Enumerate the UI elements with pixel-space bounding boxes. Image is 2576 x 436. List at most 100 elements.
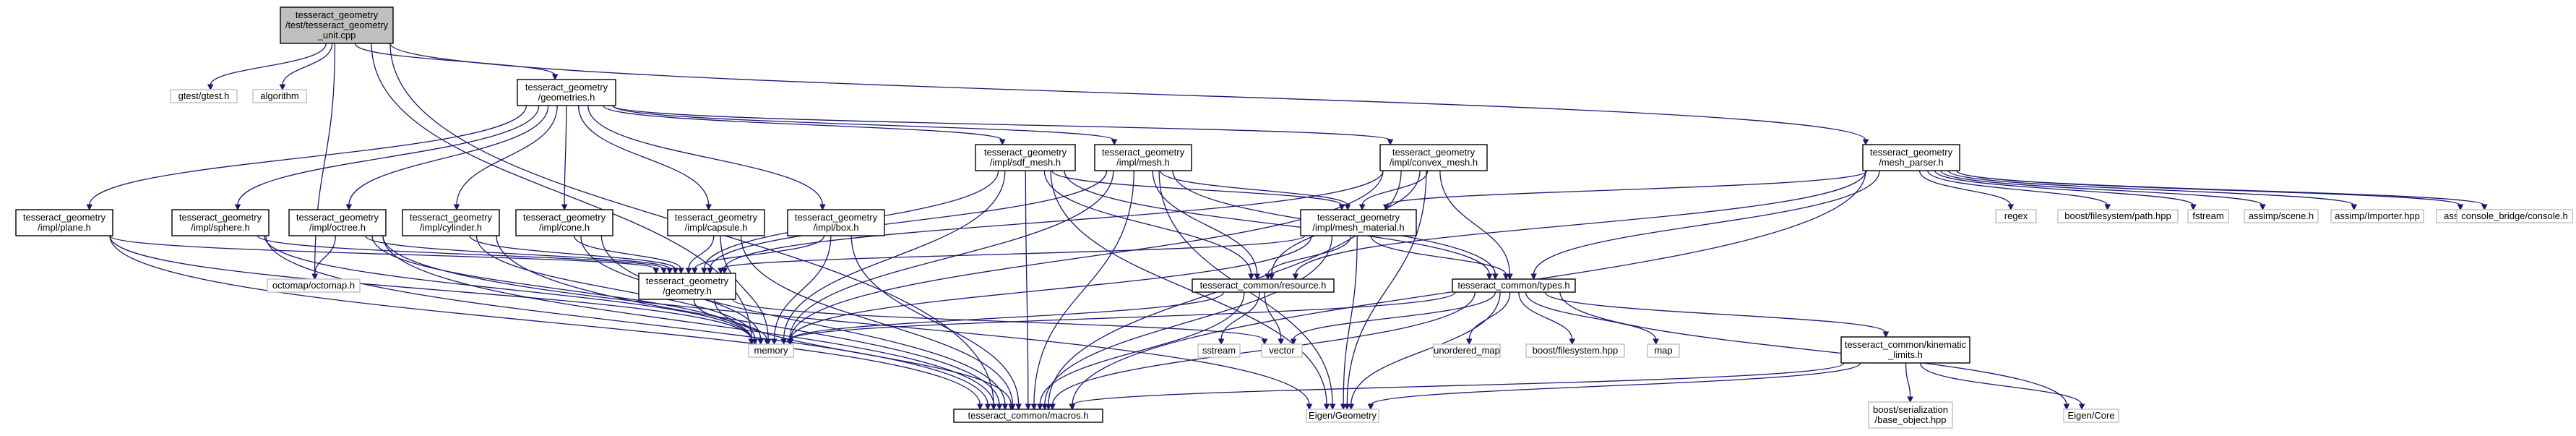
dependency-edge-sdf_mesh-to-eigen_geometry	[1050, 170, 1327, 406]
dependency-edge-geometries-to-octree	[348, 105, 549, 206]
arrowhead-types-to-unordered_map	[1465, 338, 1473, 346]
node-mesh-material[interactable]: tesseract_geometry/impl/mesh_material.h	[1300, 209, 1417, 236]
node-assimp-scene[interactable]: assimp/scene.h	[2244, 209, 2319, 223]
node-box	[1995, 209, 2037, 223]
node-label-line: assimp/Importer.hpp	[2335, 210, 2420, 221]
node-resource[interactable]: tesseract_common/resource.h	[1192, 278, 1335, 293]
node-sstream[interactable]: sstream	[1197, 343, 1241, 358]
node-capsule[interactable]: tesseract_geometry/impl/capsule.h	[667, 209, 765, 236]
dependency-edge-kinematic_limits-to-eigen_geometry	[1370, 362, 1861, 406]
arrowhead-mesh-to-geometry	[707, 268, 713, 275]
dependency-edge-kinematic_limits-to-macros	[1072, 362, 1845, 406]
dependency-edge-mesh_material-to-eigen_geometry	[1343, 235, 1358, 406]
node-mesh-parser[interactable]: tesseract_geometry/mesh_parser.h	[1862, 144, 1960, 171]
node-plane[interactable]: tesseract_geometry/impl/plane.h	[15, 209, 113, 236]
dependency-edge-root-to-algorithm	[282, 43, 333, 86]
node-label-line: octomap/octomap.h	[272, 280, 355, 291]
arrowhead-cylinder-to-memory	[751, 338, 759, 346]
node-label-line: algorithm	[260, 90, 298, 101]
dependency-edge-cone-to-geometry	[573, 235, 682, 270]
node-boost-fs-path[interactable]: boost/filesystem/path.hpp	[2057, 209, 2179, 223]
dependency-edge-root-to-gtest	[210, 43, 327, 86]
node-box	[1300, 209, 1417, 236]
node-fstream[interactable]: fstream	[2187, 209, 2229, 223]
node-cone[interactable]: tesseract_geometry/impl/cone.h	[515, 209, 613, 236]
node-box	[1379, 144, 1488, 171]
dependency-edge-sphere-to-geometry	[257, 235, 665, 270]
arrowhead-sdf_mesh-to-resource	[1248, 273, 1254, 281]
arrowhead-kinematic_limits-to-eigen_core	[2078, 403, 2085, 411]
node-octomap[interactable]: octomap/octomap.h	[267, 278, 361, 293]
node-box	[2330, 209, 2424, 223]
node-octree[interactable]: tesseract_geometry/impl/octree.h	[288, 209, 387, 236]
dependency-edge-mesh-to-resource	[1152, 170, 1258, 275]
node-box	[638, 273, 736, 300]
node-box	[953, 409, 1103, 423]
node-label-line: /impl/plane.h	[38, 222, 91, 233]
dependency-edge-geometry-to-memory	[693, 299, 767, 341]
node-label-line: sstream	[1202, 345, 1236, 356]
dependency-edge-mesh_material-to-types	[1370, 235, 1507, 275]
arrowhead-mesh-to-eigen_geometry	[1329, 403, 1336, 411]
arrowhead-plane-to-macros	[976, 403, 983, 411]
dependency-edge-types-to-unordered_map	[1468, 291, 1511, 341]
node-geometries[interactable]: tesseract_geometry/geometries.h	[517, 79, 616, 106]
dependency-edge-plane-to-geometry	[109, 235, 657, 270]
arrowhead-sphere-to-geometry	[660, 268, 668, 275]
node-label-line: assimp/scene.h	[2249, 210, 2314, 221]
node-geometry[interactable]: tesseract_geometry/geometry.h	[638, 273, 736, 300]
node-label-line: tesseract_geometry	[410, 212, 493, 223]
node-kinematic-limits[interactable]: tesseract_common/kinematic_limits.h	[1840, 336, 1970, 364]
node-eigen-geometry[interactable]: Eigen/Geometry	[1306, 409, 1379, 423]
node-box	[267, 278, 361, 293]
node-convex-mesh[interactable]: tesseract_geometry/impl/convex_mesh.h	[1379, 144, 1488, 171]
node-algorithm[interactable]: algorithm	[252, 89, 307, 103]
node-eigen-core[interactable]: Eigen/Core	[2063, 409, 2119, 423]
node-boost-serialization[interactable]: boost/serialization/base_object.hpp	[1868, 401, 1953, 429]
node-label-line: map	[1654, 345, 1672, 356]
node-sdf-mesh[interactable]: tesseract_geometry/impl/sdf_mesh.h	[975, 144, 1076, 171]
node-box	[1261, 343, 1303, 358]
dependency-edge-box-to-memory	[773, 235, 832, 341]
node-sphere[interactable]: tesseract_geometry/impl/sphere.h	[171, 209, 270, 236]
node-box	[1433, 343, 1501, 358]
node-box[interactable]: tesseract_geometry/impl/box.h	[787, 209, 885, 236]
node-map[interactable]: map	[1647, 343, 1680, 358]
node-label-line: tesseract_geometry	[984, 147, 1067, 158]
node-root[interactable]: tesseract_geometry/test/tesseract_geomet…	[280, 7, 394, 44]
node-types[interactable]: tesseract_common/types.h	[1452, 278, 1576, 293]
arrowhead-root-to-gtest	[207, 84, 214, 91]
node-macros[interactable]: tesseract_common/macros.h	[953, 409, 1103, 423]
node-mesh[interactable]: tesseract_geometry/impl/mesh.h	[1094, 144, 1192, 171]
dependency-edge-mesh_parser-to-boost_fs_path	[1927, 170, 2108, 206]
dependency-edge-geometries-to-box	[587, 105, 823, 206]
dependency-edge-mesh_parser-to-assimp_importer	[1947, 170, 2355, 206]
arrowhead-mesh_parser-to-console_bridge	[2481, 204, 2488, 211]
node-label-line: /test/tesseract_geometry	[285, 20, 389, 30]
node-box	[402, 209, 500, 236]
arrowhead-convex_mesh-to-eigen_geometry	[1343, 403, 1351, 411]
node-cylinder[interactable]: tesseract_geometry/impl/cylinder.h	[402, 209, 500, 236]
node-box	[288, 209, 387, 236]
node-regex[interactable]: regex	[1995, 209, 2037, 223]
node-gtest[interactable]: gtest/gtest.h	[170, 89, 238, 103]
dependency-edge-geometries-to-plane	[89, 105, 527, 206]
node-console-bridge[interactable]: console_bridge/console.h	[2456, 209, 2573, 223]
node-assimp-importer[interactable]: assimp/Importer.hpp	[2330, 209, 2424, 223]
arrowhead-box-to-memory	[771, 338, 777, 346]
node-vector[interactable]: vector	[1261, 343, 1303, 358]
dependency-edge-sdf_mesh-to-macros	[1025, 170, 1029, 406]
node-label-line: tesseract_common/types.h	[1457, 280, 1569, 291]
node-boost-fs[interactable]: boost/filesystem.hpp	[1525, 343, 1625, 358]
node-box	[2456, 209, 2573, 223]
node-label-line: tesseract_geometry	[525, 82, 608, 93]
node-memory[interactable]: memory	[748, 343, 794, 358]
node-unordered-map[interactable]: unordered_map	[1433, 343, 1501, 358]
dependency-edge-resource-to-memory	[790, 291, 1225, 341]
node-label-line: tesseract_geometry	[523, 212, 606, 223]
arrowhead-box-to-geometry	[691, 268, 698, 275]
dependency-edge-resource-to-vector	[1264, 291, 1282, 341]
dependency-edge-geometry-to-vector	[732, 299, 1265, 341]
arrowhead-geometries-to-mesh	[1111, 139, 1118, 146]
arrowhead-geometries-to-cone	[561, 204, 568, 211]
